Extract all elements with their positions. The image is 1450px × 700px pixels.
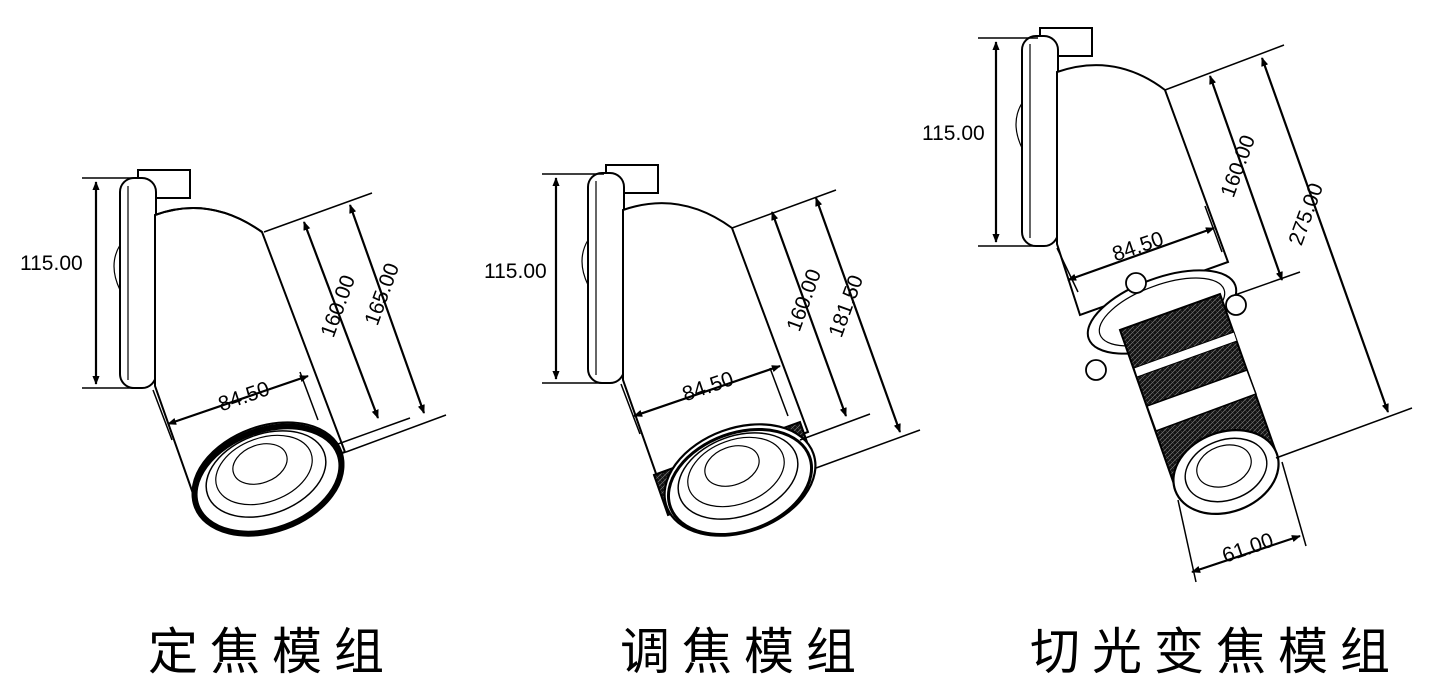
body-length-label: 160.00	[1217, 132, 1261, 200]
module-framing-zoom: 115.00 84.50 160.00 275.00 61.00	[922, 27, 1413, 583]
dimension-lines	[542, 173, 921, 469]
total-length-label: 275.00	[1285, 180, 1329, 248]
body-length-label: 160.00	[317, 272, 361, 340]
caption-adjustable-focus: 调焦模组	[620, 623, 868, 681]
track-bracket	[113, 169, 191, 389]
bracket-height-label: 115.00	[922, 122, 985, 145]
caption-fixed-focus: 定焦模组	[148, 623, 396, 681]
track-bracket	[1015, 27, 1093, 247]
module-adjustable-focus: 115.00 84.50 160.00 181.50	[484, 164, 921, 537]
caption-framing-zoom: 切光变焦模组	[1030, 623, 1402, 681]
lens-assembly	[1172, 429, 1280, 515]
bracket-height-label: 115.00	[20, 252, 83, 275]
lens-assembly	[663, 423, 817, 537]
body-length-label: 160.00	[783, 266, 827, 334]
bracket-height-label: 115.00	[484, 260, 547, 283]
total-length-label: 165.00	[361, 260, 405, 328]
lens-diameter-label: 61.00	[1219, 529, 1276, 568]
lens-assembly	[191, 421, 345, 537]
module-fixed-focus: 115.00 84.50 160.00 165.00	[20, 169, 447, 537]
dimension-lines	[82, 177, 447, 453]
total-length-label: 181.50	[825, 272, 869, 340]
dimension-lines	[978, 37, 1413, 583]
